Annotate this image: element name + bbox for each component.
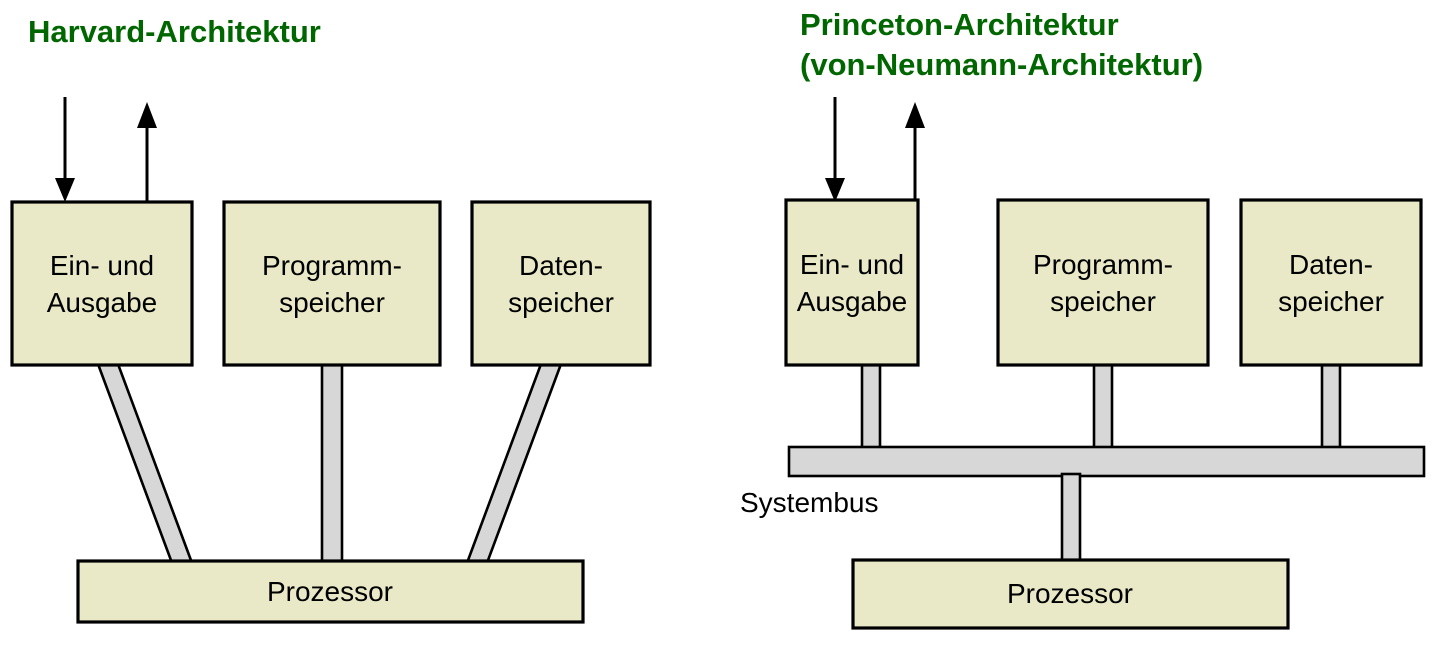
princeton-output-arrow-icon — [905, 102, 925, 202]
princeton-box-program-memory[interactable] — [996, 198, 1210, 367]
harvard-title: Harvard-Architektur — [28, 14, 321, 49]
princeton-box-io[interactable] — [784, 198, 920, 367]
harvard-bus-data — [465, 362, 563, 565]
princeton-box-program-memory-line2: speicher — [1050, 286, 1156, 317]
harvard-group: Harvard-Architektur Ein- und Ausgabe Pro… — [10, 14, 652, 624]
harvard-box-io[interactable] — [10, 200, 194, 367]
princeton-processor-label: Prozessor — [1007, 578, 1133, 609]
princeton-input-arrow-icon — [825, 97, 845, 202]
princeton-connector-io — [860, 362, 882, 452]
princeton-box-io-line1: Ein- und — [800, 249, 904, 280]
harvard-box-data-memory[interactable] — [470, 200, 652, 367]
princeton-box-data-memory-line1: Daten- — [1289, 249, 1373, 280]
harvard-input-arrow-icon — [55, 97, 75, 202]
harvard-box-data-memory-line1: Daten- — [519, 250, 603, 281]
harvard-processor-box[interactable] — [76, 559, 585, 624]
harvard-box-io-line1: Ein- und — [50, 250, 154, 281]
harvard-box-program-memory-line1: Programm- — [262, 250, 402, 281]
harvard-bus-program — [320, 362, 344, 565]
princeton-box-data-memory-line2: speicher — [1278, 286, 1384, 317]
princeton-group: Princeton-Architektur (von-Neumann-Archi… — [740, 7, 1426, 630]
princeton-box-program-memory-line1: Programm- — [1033, 249, 1173, 280]
harvard-box-program-memory[interactable] — [222, 200, 442, 367]
harvard-box-data-memory-line2: speicher — [508, 287, 614, 318]
system-bus-bar — [787, 445, 1426, 478]
princeton-title-line1: Princeton-Architektur — [800, 7, 1119, 42]
princeton-title-line2: (von-Neumann-Architektur) — [800, 47, 1203, 82]
harvard-box-program-memory-line2: speicher — [279, 287, 385, 318]
princeton-connector-data — [1320, 362, 1342, 452]
harvard-box-io-line2: Ausgabe — [47, 287, 158, 318]
princeton-connector-program — [1092, 362, 1114, 452]
princeton-box-data-memory[interactable] — [1239, 198, 1423, 367]
princeton-box-io-line2: Ausgabe — [797, 286, 908, 317]
princeton-processor-box[interactable] — [851, 558, 1290, 630]
harvard-processor-label: Prozessor — [267, 576, 393, 607]
harvard-bus-io — [96, 362, 194, 565]
princeton-connector-processor — [1060, 472, 1082, 566]
system-bus-label: Systembus — [740, 487, 879, 518]
harvard-output-arrow-icon — [137, 102, 157, 202]
